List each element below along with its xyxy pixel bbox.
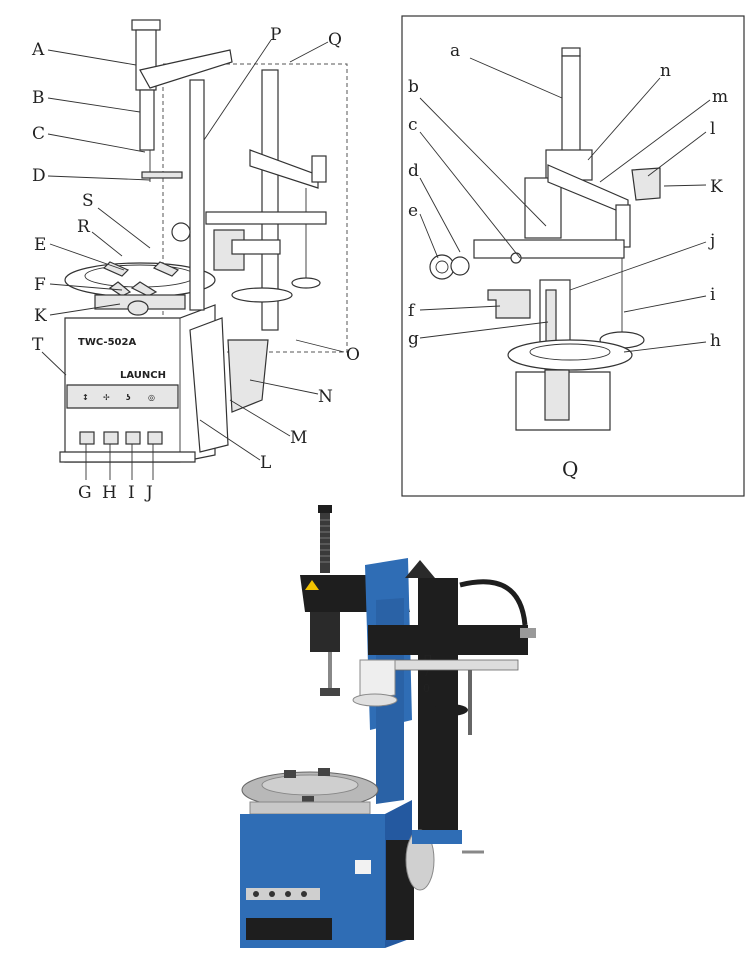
model-text: TWC-502A — [78, 337, 136, 348]
foot-pedals — [79, 431, 163, 445]
label-b: b — [408, 77, 419, 97]
photo-side-text-1: H — [423, 650, 433, 663]
label-J: J — [144, 483, 153, 503]
label-F: F — [34, 275, 46, 295]
label-G: G — [78, 483, 92, 503]
label-H: H — [102, 483, 117, 503]
panel-icon-4: ◎ — [148, 393, 155, 402]
label-l: l — [710, 119, 715, 139]
column-cap — [131, 19, 161, 31]
label-M: M — [290, 428, 307, 448]
panel-icon-1: ↕ — [82, 393, 89, 402]
side-panel — [189, 317, 229, 453]
detail-q-drawing: a b c d e f g n m l K j i h Q — [401, 15, 745, 497]
roller — [171, 222, 191, 242]
label-T: T — [32, 335, 44, 355]
label-a: a — [450, 41, 460, 61]
photo-pedals — [246, 918, 332, 940]
photo-control-strip — [246, 888, 320, 900]
label-L: L — [260, 453, 271, 473]
label-I: I — [128, 483, 135, 503]
mount-head-bar — [141, 171, 183, 179]
detail-leaders — [419, 57, 711, 353]
label-n: n — [660, 61, 671, 81]
label-c: c — [408, 115, 418, 135]
label-e: e — [408, 201, 418, 221]
warning-triangle-icon — [305, 580, 319, 590]
label-j: j — [708, 231, 715, 251]
label-D: D — [32, 166, 46, 186]
label-O: O — [346, 345, 360, 365]
label-m: m — [712, 87, 728, 107]
photo-blue-cabinet — [240, 814, 385, 948]
label-leaders — [41, 39, 345, 480]
label-E: E — [34, 235, 46, 255]
photo-clamp-jaws — [284, 768, 330, 804]
detail-block-f — [487, 289, 531, 319]
swing-arm — [139, 49, 233, 89]
label-K: K — [34, 306, 47, 326]
label-d: d — [408, 161, 419, 181]
control-panel — [66, 384, 179, 409]
label-i: i — [710, 285, 716, 305]
label-A: A — [31, 40, 45, 60]
bead-pressing-block — [227, 339, 269, 413]
machine-line-drawing: TWC-502A LAUNCH ↕ ✢ ʖ ◎ — [31, 19, 360, 503]
base-foot — [59, 451, 196, 463]
detail-caption: Q — [562, 457, 578, 481]
label-Q-left: Q — [328, 30, 342, 50]
label-K-detail: K — [710, 177, 723, 197]
helper-arm-upper — [249, 149, 319, 189]
press-disc — [291, 277, 321, 289]
tower-column — [189, 79, 205, 311]
photo-helper-arm — [368, 625, 528, 655]
helper-column — [261, 69, 279, 331]
detail-clamp — [631, 167, 661, 201]
label-h: h — [710, 331, 721, 351]
label-S: S — [82, 191, 94, 211]
photo-side-text-2: 7 — [423, 666, 430, 679]
label-B: B — [32, 88, 45, 108]
machine-photo: H 7 0 — [240, 505, 536, 948]
detail-horizontal-arm — [473, 239, 625, 259]
photo-side-text-3: 0 — [423, 682, 430, 695]
label-C: C — [32, 124, 45, 144]
label-N: N — [318, 387, 333, 407]
detail-roller — [429, 254, 455, 280]
detail-bead-disc — [507, 339, 633, 371]
panel-icon-3: ʖ — [126, 393, 131, 402]
panel-icon-2: ✢ — [103, 393, 110, 402]
label-P: P — [270, 25, 281, 45]
label-f: f — [408, 301, 416, 321]
brand-text: LAUNCH — [120, 370, 166, 381]
horizontal-arm — [205, 211, 327, 225]
detail-frame — [401, 15, 745, 497]
label-R: R — [77, 217, 91, 237]
bead-disc — [231, 287, 293, 303]
label-g: g — [408, 329, 419, 349]
